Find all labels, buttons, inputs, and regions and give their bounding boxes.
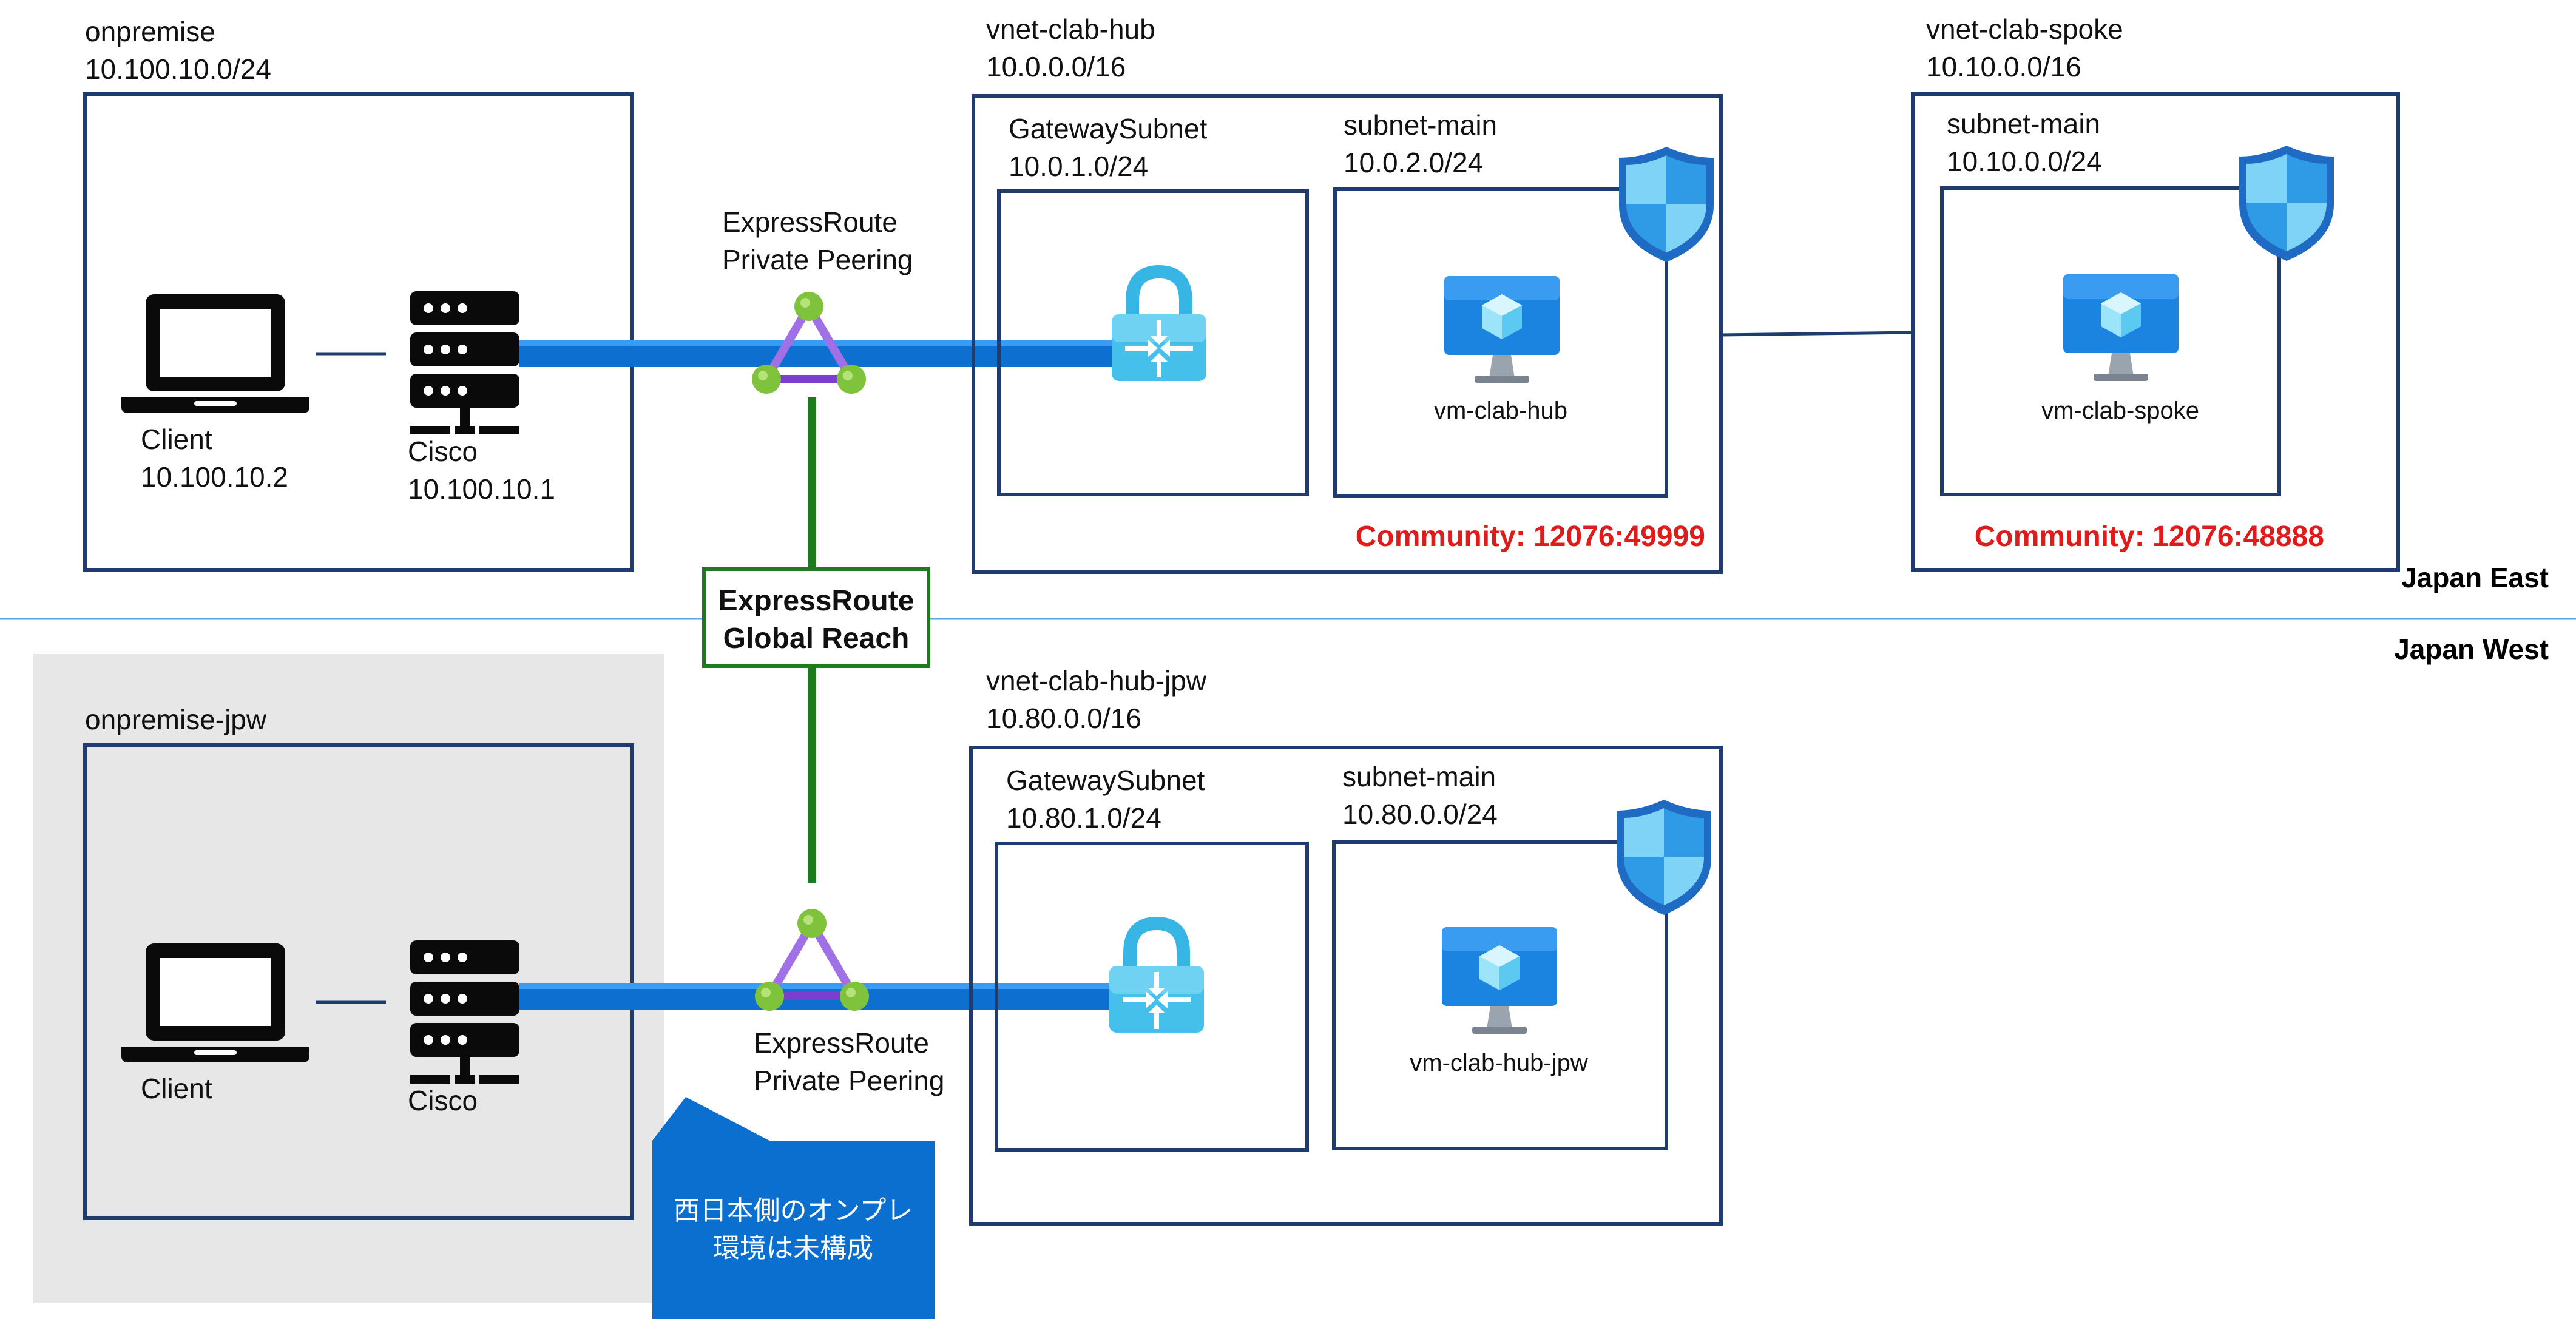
callout-line2: 環境は未構成 (713, 1233, 873, 1263)
hub-gateway-subnet-box (997, 189, 1309, 496)
cisco-label: Cisco (408, 436, 478, 467)
spoke-name: vnet-clab-spoke (1926, 13, 2123, 45)
hub-jpw-main-subnet-box (1332, 840, 1668, 1150)
callout-line1: 西日本側のオンプレ (674, 1196, 913, 1226)
client-ip: 10.100.10.2 (141, 461, 288, 493)
hub-name: vnet-clab-hub (986, 13, 1155, 45)
er-east-label-line1: ExpressRoute (722, 206, 898, 238)
spoke-vm-icon (2063, 274, 2179, 381)
cisco-jpw-label: Cisco (408, 1085, 478, 1116)
hub-gateway-subnet-cidr: 10.0.1.0/24 (1009, 150, 1148, 182)
client-laptop-icon (121, 294, 309, 413)
hub-jpw-cidr: 10.80.0.0/16 (986, 703, 1141, 734)
hub-main-subnet-cidr: 10.0.2.0/24 (1344, 147, 1483, 178)
hub-jpw-main-subnet-cidr: 10.80.0.0/24 (1342, 798, 1498, 830)
onpremise-cidr: 10.100.10.0/24 (85, 53, 271, 85)
hub-vm-name: vm-clab-hub (1434, 397, 1567, 424)
hub-jpw-vm-icon (1442, 927, 1557, 1034)
spoke-main-subnet-name: subnet-main (1947, 108, 2100, 140)
hub-jpw-name: vnet-clab-hub-jpw (986, 665, 1207, 697)
vnet-peering-line (1720, 331, 1913, 337)
global-reach-line2: Global Reach (723, 622, 910, 655)
client-jpw-label: Client (141, 1073, 212, 1104)
hub-jpw-gateway-subnet-cidr: 10.80.1.0/24 (1006, 802, 1161, 834)
hub-cidr: 10.0.0.0/16 (986, 51, 1126, 83)
spoke-vnet-box (1911, 92, 2400, 572)
global-reach-box (702, 567, 930, 668)
cisco-server-icon (410, 291, 519, 434)
onpremise-jpw-background (33, 654, 664, 1303)
hub-gateway-subnet-name: GatewaySubnet (1009, 113, 1208, 144)
spoke-community: Community: 12076:48888 (1975, 521, 2324, 553)
hub-jpw-gateway-subnet-name: GatewaySubnet (1006, 764, 1205, 796)
hub-jpw-gateway-subnet-box (995, 842, 1309, 1152)
region-label-east: Japan East (2401, 562, 2549, 593)
expressroute-west-icon (755, 909, 869, 1011)
callout-note (652, 1097, 935, 1319)
hub-community: Community: 12076:49999 (1356, 521, 1705, 553)
global-reach-line1: ExpressRoute (718, 585, 914, 617)
cisco-ip: 10.100.10.1 (408, 473, 555, 505)
hub-jpw-vnet-box (969, 746, 1723, 1226)
hub-jpw-gateway-icon (1109, 923, 1204, 1033)
region-label-west: Japan West (2394, 633, 2549, 665)
spoke-main-subnet-cidr: 10.10.0.0/24 (1947, 146, 2102, 177)
er-east-label-line2: Private Peering (722, 244, 913, 275)
hub-nsg-icon (1619, 147, 1714, 262)
hub-main-subnet-name: subnet-main (1344, 109, 1497, 141)
onpremise-jpw-box (83, 743, 634, 1220)
er-west-label-line1: ExpressRoute (754, 1027, 929, 1059)
spoke-vm-name: vm-clab-spoke (2041, 397, 2199, 424)
client-label: Client (141, 423, 212, 455)
spoke-cidr: 10.10.0.0/16 (1926, 51, 2081, 83)
hub-jpw-vm-name: vm-clab-hub-jpw (1410, 1050, 1588, 1076)
onpremise-box (83, 92, 634, 572)
spoke-main-subnet-box (1940, 186, 2281, 496)
er-west-label-line2: Private Peering (754, 1065, 945, 1096)
onpremise-name: onpremise (85, 16, 215, 47)
hub-vm-icon (1444, 276, 1560, 383)
hub-main-subnet-box (1333, 187, 1668, 498)
hub-jpw-main-subnet-name: subnet-main (1342, 761, 1496, 792)
spoke-nsg-icon (2239, 146, 2334, 261)
hub-jpw-nsg-icon (1617, 800, 1711, 915)
hub-gateway-icon (1112, 272, 1206, 381)
onpremise-jpw-name: onpremise-jpw (85, 704, 267, 735)
